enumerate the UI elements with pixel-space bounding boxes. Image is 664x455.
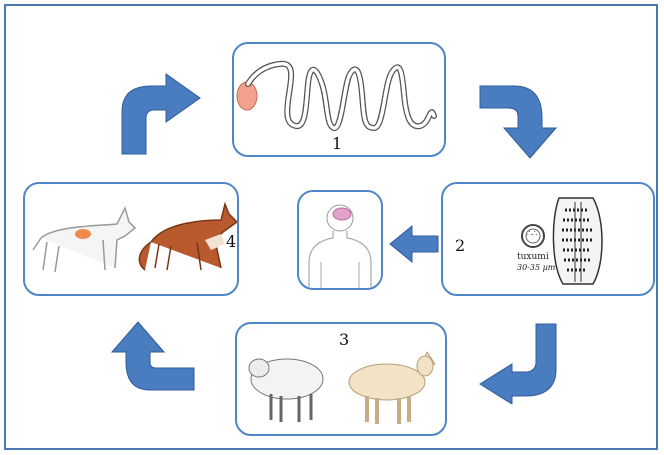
arrow-3-to-4-icon: [110, 321, 195, 391]
arrow-1-to-2-icon: [479, 85, 558, 159]
dog-and-fox-illustration: [32, 201, 237, 273]
stage-1-tapeworm-box: 1: [232, 42, 446, 157]
stage-4-definitive-hosts-box: 4: [23, 182, 239, 296]
egg-inner-text: ∴∴: [527, 229, 538, 238]
stage-2-egg-box: ∴∴ tuxumi 30-35 µm 2: [441, 182, 655, 296]
sheep-and-goat-illustration: [248, 350, 436, 424]
egg-caption-size: 30-35 µm: [517, 263, 556, 272]
diagram-frame: [4, 4, 658, 450]
stage-3-label: 3: [339, 330, 350, 349]
proglottid-illustration: [521, 197, 603, 285]
stage-4-label: 4: [226, 232, 237, 251]
arrow-4-to-1-icon: [121, 73, 201, 155]
human-silhouette-illustration: [308, 204, 372, 288]
human-host-box: [297, 190, 383, 290]
stage-3-intermediate-hosts-box: 3: [235, 322, 447, 436]
tapeworm-illustration: [236, 60, 437, 132]
stage-2-label: 2: [455, 236, 466, 255]
stage-1-label: 1: [332, 134, 343, 153]
egg-caption-name: tuxumi: [517, 252, 549, 262]
arrow-2-to-3-icon: [479, 323, 557, 404]
arrow-2-to-human-icon: [389, 224, 439, 264]
